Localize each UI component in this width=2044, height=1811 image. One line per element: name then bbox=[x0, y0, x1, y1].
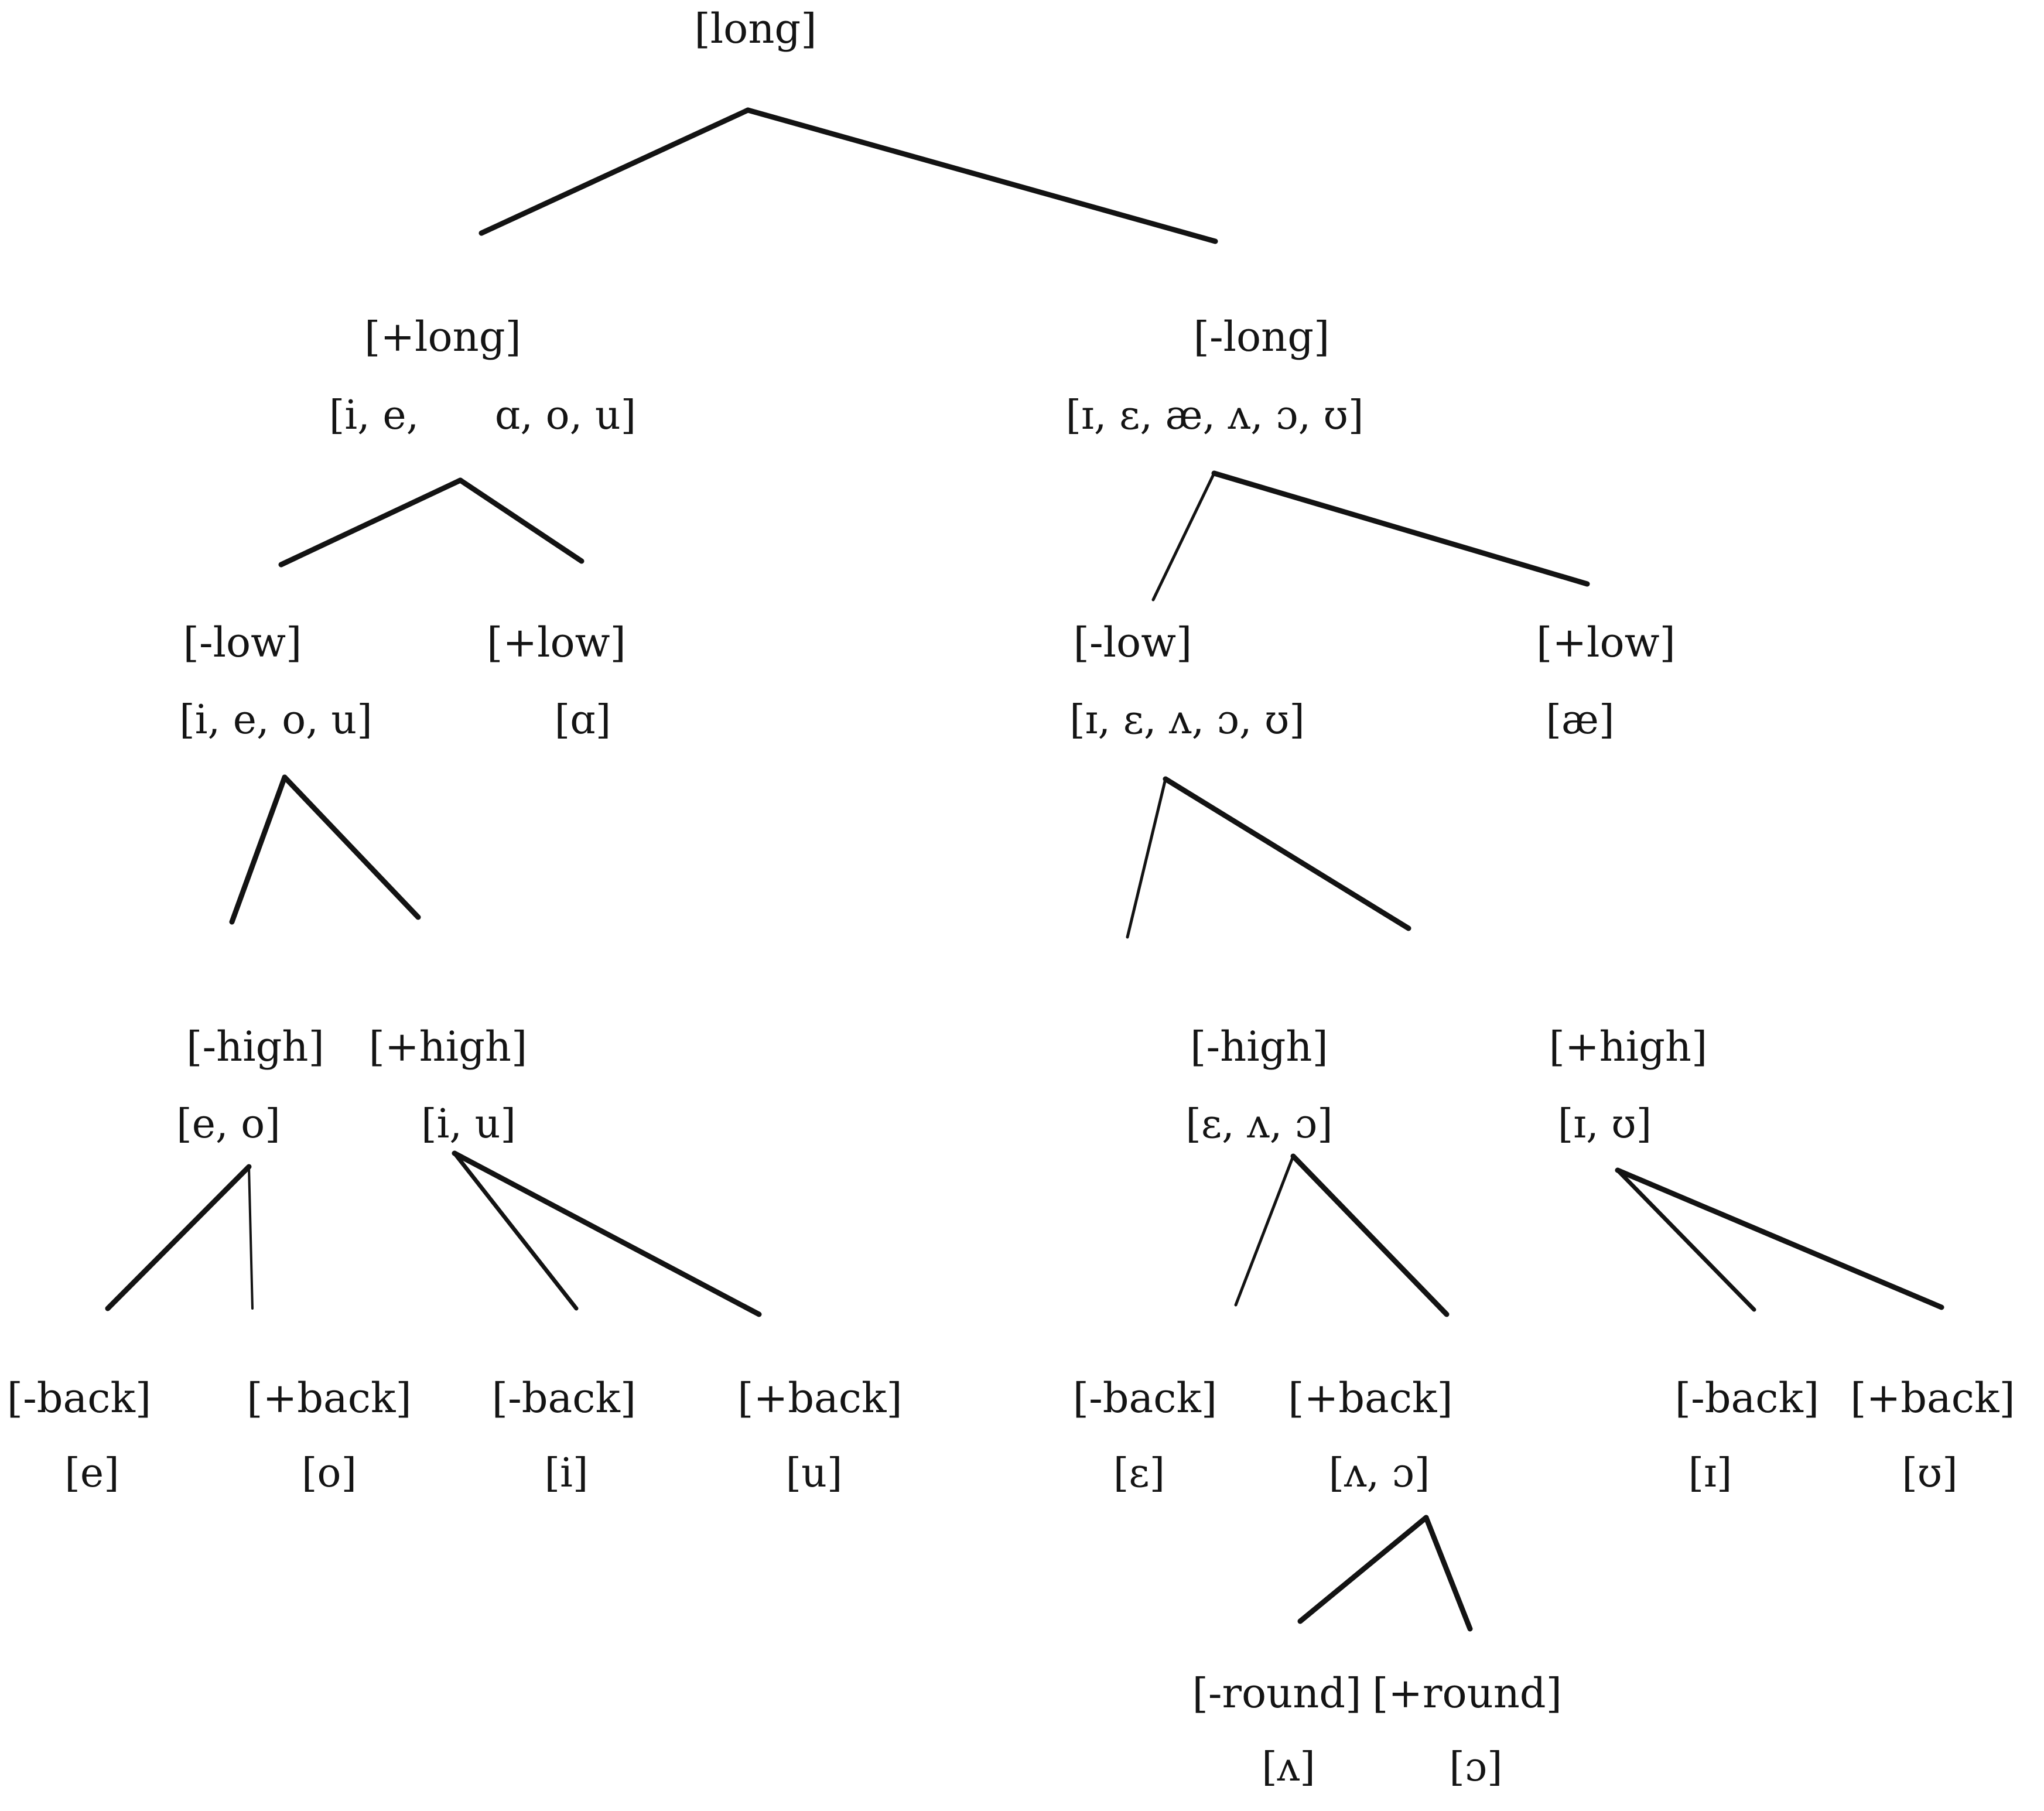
node-back6-phonemes: [ʌ, ɔ] bbox=[1328, 1450, 1430, 1496]
node-minus-long-phonemes: [ɪ, ɛ, æ, ʌ, ɔ, ʊ] bbox=[1065, 392, 1364, 439]
node-long-plus-low-feature: [+low] bbox=[487, 619, 626, 667]
node-back5-phonemes: [ɛ] bbox=[1113, 1450, 1165, 1496]
node-back2-phonemes: [o] bbox=[302, 1450, 357, 1496]
node-back5-feature: [-back] bbox=[1072, 1374, 1218, 1422]
node-short-plus-high-feature: [+high] bbox=[1549, 1023, 1708, 1071]
edge-minuslong-right bbox=[1211, 470, 1590, 587]
edge-lplushigh-right bbox=[452, 1150, 762, 1317]
edge-root-right bbox=[745, 107, 1218, 244]
node-long-minus-low-phonemes: [i, e, o, u] bbox=[179, 697, 372, 743]
edge-round-left bbox=[1297, 1515, 1429, 1624]
edge-lminuslow-left bbox=[229, 774, 288, 925]
node-short-plus-low-phonemes: [æ] bbox=[1546, 697, 1615, 743]
edge-pluslong-left bbox=[278, 477, 463, 568]
edge-lminushigh-left bbox=[105, 1164, 252, 1311]
node-long-plus-low-phonemes: [ɑ] bbox=[554, 697, 611, 743]
node-short-minus-high-phonemes: [ɛ, ʌ, ɔ] bbox=[1185, 1101, 1333, 1147]
node-short-plus-high-phonemes: [ɪ, ʊ] bbox=[1557, 1101, 1652, 1147]
node-long-minus-high-feature: [-high] bbox=[186, 1023, 324, 1071]
edge-rminuslow-right bbox=[1163, 776, 1411, 931]
node-back1-feature: [-back] bbox=[6, 1374, 152, 1422]
edge-lminushigh-right bbox=[248, 1166, 254, 1310]
node-plus-round-phonemes: [ɔ] bbox=[1449, 1744, 1503, 1791]
node-short-minus-high-feature: [-high] bbox=[1190, 1023, 1328, 1071]
node-plus-round-feature: [+round] bbox=[1372, 1669, 1562, 1717]
edge-lminuslow-right bbox=[282, 774, 421, 920]
edge-round-right bbox=[1423, 1515, 1473, 1632]
node-plus-long-phonemes: [i, e, ɑ, o, u] bbox=[329, 392, 637, 439]
edge-rplushigh-left bbox=[1615, 1168, 1756, 1312]
edge-rminushigh-right bbox=[1290, 1153, 1450, 1317]
node-back1-phonemes: [e] bbox=[64, 1450, 119, 1496]
node-back4-feature: [+back] bbox=[737, 1374, 903, 1422]
node-long-minus-high-phonemes: [e, o] bbox=[176, 1101, 281, 1147]
node-minus-long-feature: [-long] bbox=[1193, 313, 1330, 361]
node-back7-feature: [-back] bbox=[1674, 1374, 1820, 1422]
node-minus-round-phonemes: [ʌ] bbox=[1262, 1744, 1315, 1791]
node-minus-round-feature: [-round] bbox=[1192, 1669, 1362, 1717]
node-back8-feature: [+back] bbox=[1850, 1374, 2015, 1422]
node-root-feature: [long] bbox=[694, 5, 817, 53]
edge-rplushigh-right bbox=[1615, 1167, 1944, 1310]
node-back3-feature: [-back] bbox=[491, 1374, 637, 1422]
node-back6-feature: [+back] bbox=[1288, 1374, 1453, 1422]
node-plus-long-feature: [+long] bbox=[364, 313, 521, 361]
node-long-plus-high-phonemes: [i, u] bbox=[421, 1101, 516, 1147]
edge-lplushigh-left bbox=[452, 1151, 579, 1311]
node-back2-feature: [+back] bbox=[247, 1374, 412, 1422]
edge-minuslong-left bbox=[1151, 471, 1216, 602]
node-short-plus-low-feature: [+low] bbox=[1536, 619, 1676, 667]
edge-rminushigh-left bbox=[1234, 1154, 1295, 1307]
node-back3-phonemes: [i] bbox=[544, 1450, 589, 1496]
node-short-minus-low-feature: [-low] bbox=[1073, 619, 1192, 667]
node-back7-phonemes: [ɪ] bbox=[1688, 1450, 1732, 1496]
node-back4-phonemes: [u] bbox=[785, 1450, 843, 1496]
node-long-minus-low-feature: [-low] bbox=[183, 619, 302, 667]
edge-root-left bbox=[478, 107, 751, 236]
node-back8-phonemes: [ʊ] bbox=[1902, 1450, 1958, 1496]
edge-rminuslow-left bbox=[1126, 777, 1167, 939]
node-short-minus-low-phonemes: [ɪ, ɛ, ʌ, ɔ, ʊ] bbox=[1069, 697, 1305, 743]
node-long-plus-high-feature: [+high] bbox=[368, 1023, 528, 1071]
edge-pluslong-right bbox=[457, 477, 585, 564]
